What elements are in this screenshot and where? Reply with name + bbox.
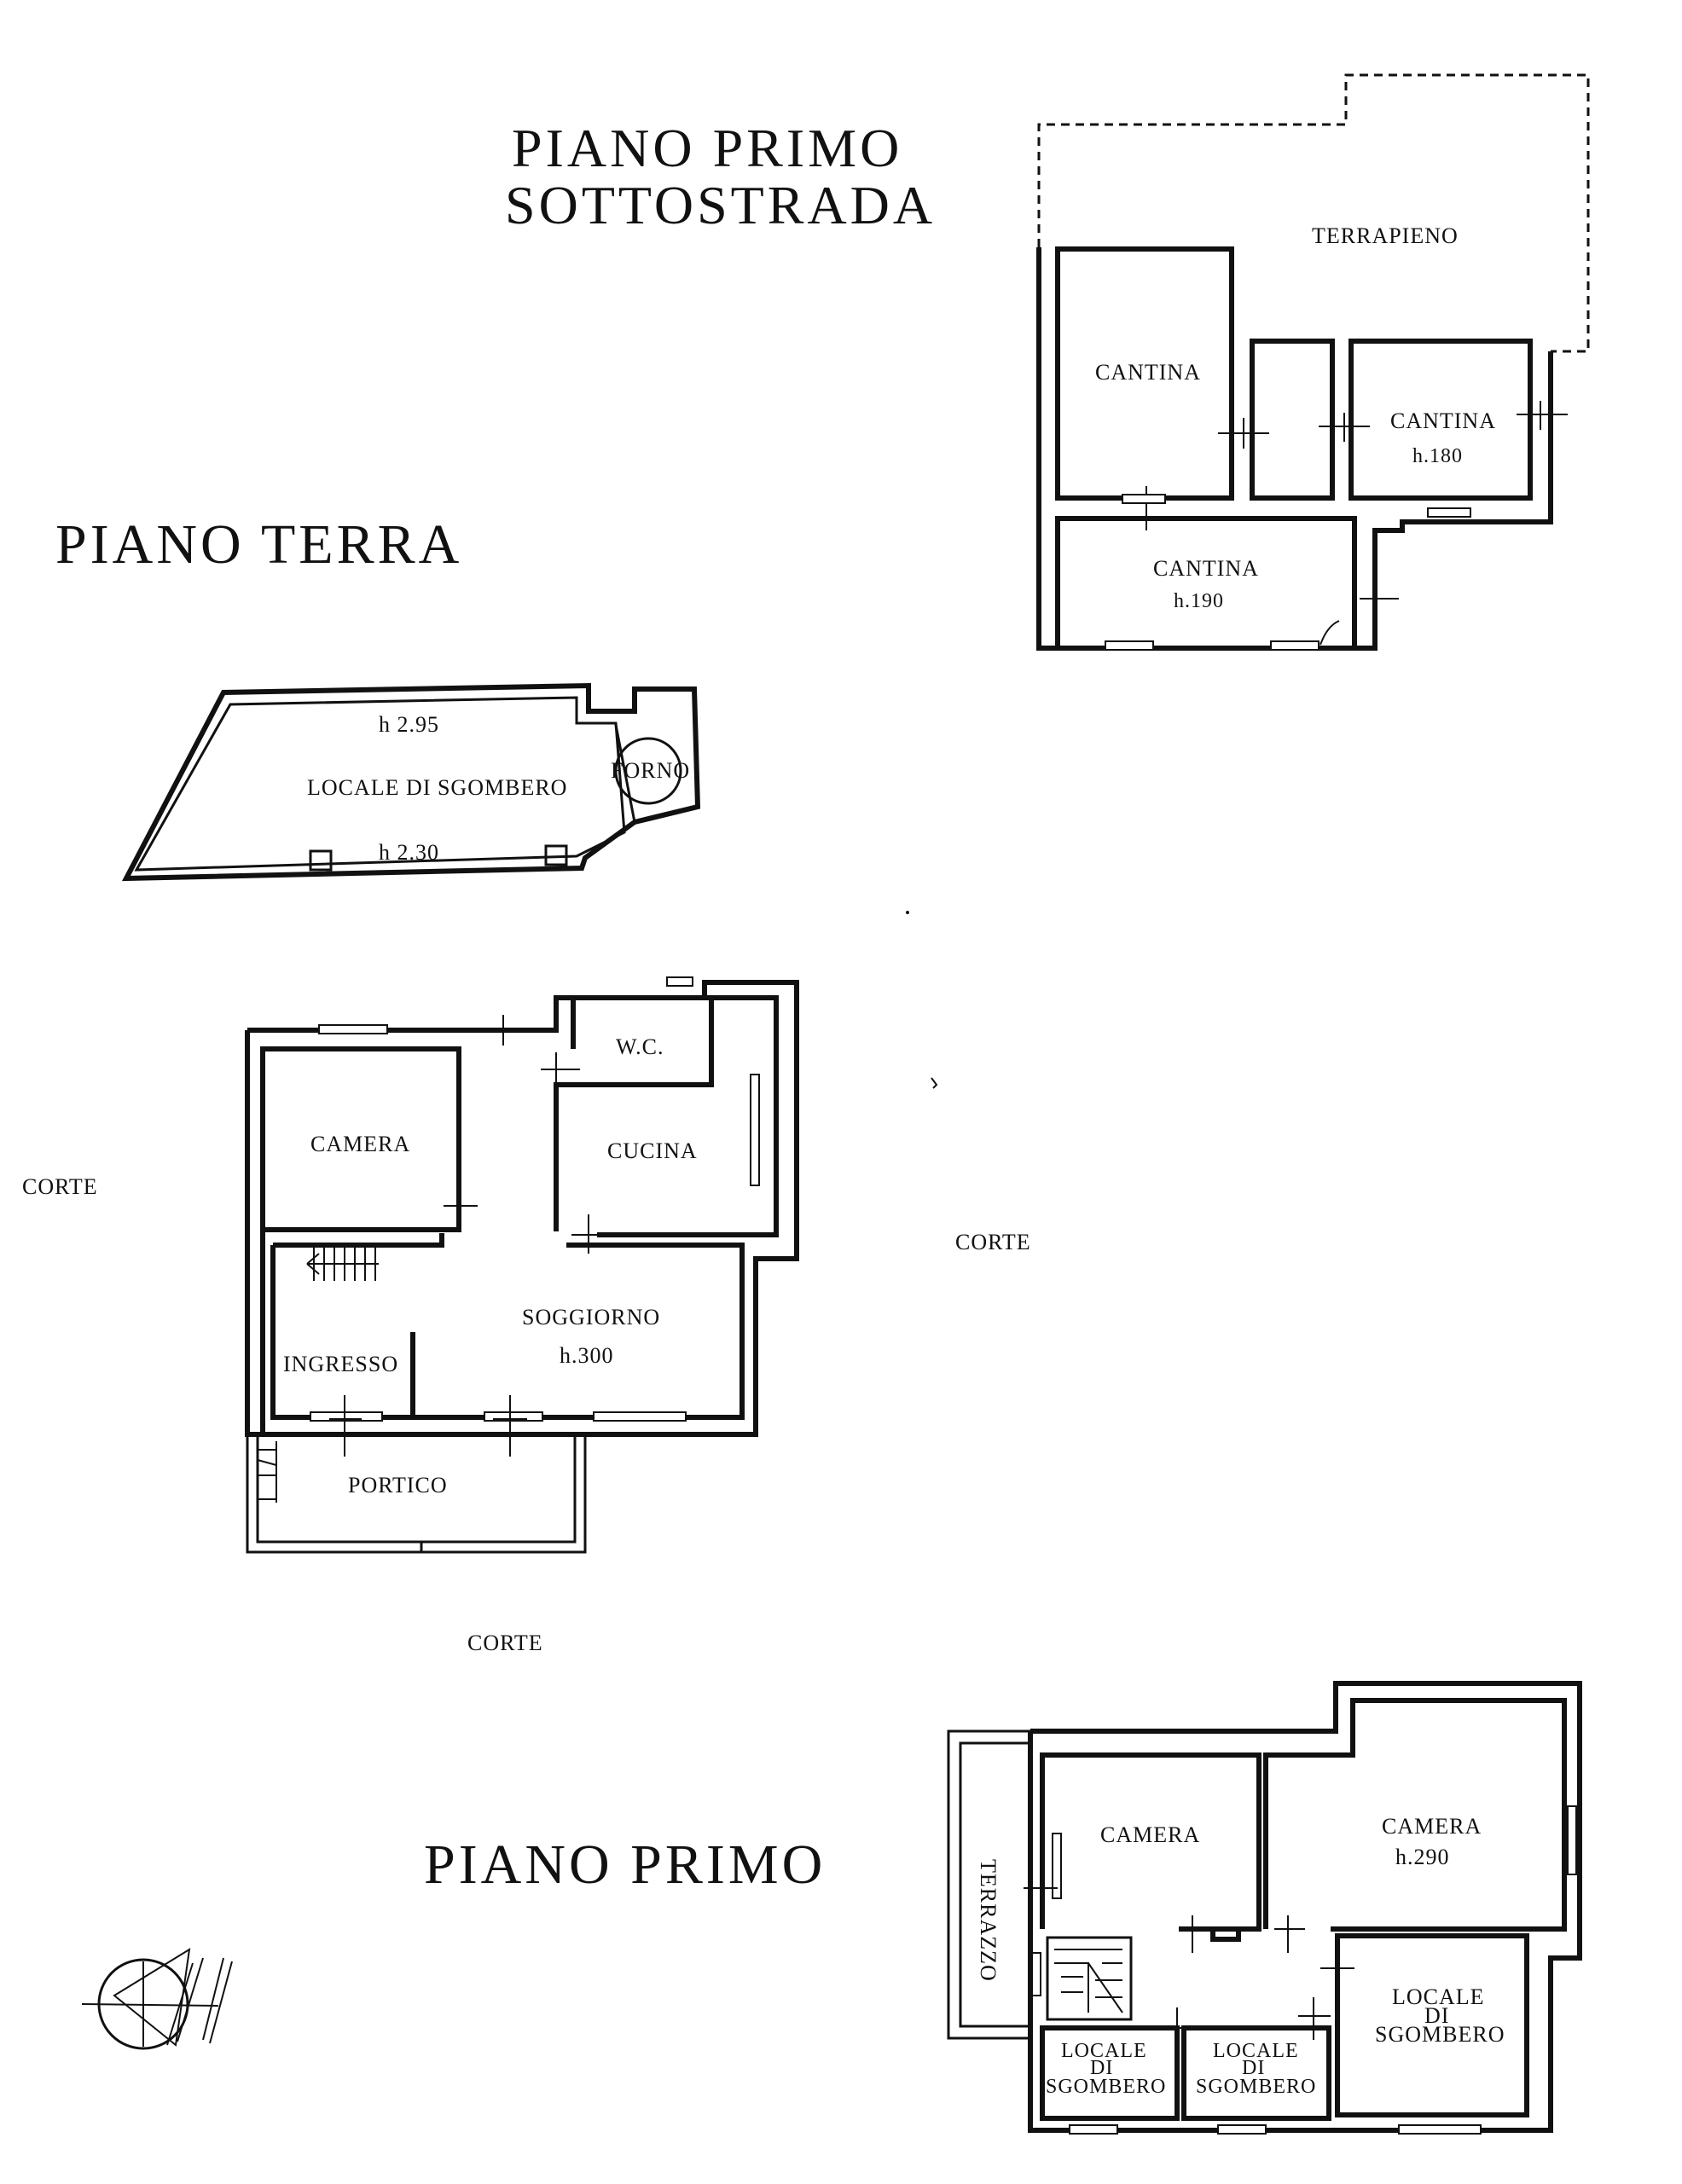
room-sgombero-primo-middle [1181, 2025, 1331, 2121]
label-camera-terra: CAMERA [310, 1132, 410, 1156]
label-ingresso: INGRESSO [283, 1352, 398, 1376]
label-sgombero-h-top: h 2.95 [379, 712, 439, 737]
label-corte-left: CORTE [22, 1174, 98, 1199]
room-cucina [597, 995, 779, 1237]
label-soggiorno-height: h.300 [560, 1343, 614, 1368]
terrapieno-outline [1037, 73, 1590, 353]
label-wc: W.C. [616, 1034, 664, 1059]
compass-rose-icon [81, 1948, 233, 2050]
room-cantina-b [1348, 339, 1533, 501]
title-piano-primo: PIANO PRIMO [424, 1834, 826, 1896]
label-corte-right: CORTE [955, 1230, 1031, 1254]
title-sottostrada-line2: SOTTOSTRADA [505, 175, 936, 235]
label-cantina-c: CANTINA [1153, 556, 1259, 581]
label-camera-primo-a: CAMERA [1100, 1822, 1200, 1847]
label-terrapieno: TERRAPIENO [1312, 223, 1459, 248]
label-cantina-b-height: h.180 [1412, 445, 1463, 467]
portico-outline [246, 1434, 587, 1554]
room-sgombero-primo-left [1040, 2025, 1180, 2121]
label-cantina-c-height: h.190 [1174, 590, 1224, 612]
stair-icon [306, 1247, 379, 1281]
label-corte-bottom: CORTE [467, 1631, 543, 1655]
plan-piano-terra: CAMERA W.C. CUCINA SOGGIORNO h.300 INGRE… [22, 976, 1031, 1655]
room-cantina-c [1055, 516, 1357, 646]
stair-primo-icon [1046, 1936, 1133, 2021]
room-camera-terra [260, 1046, 461, 1436]
label-sgombero-r-1: LOCALE [1392, 1984, 1485, 2009]
label-portico: PORTICO [348, 1473, 448, 1498]
label-sgombero-r-2: DI [1424, 2003, 1449, 2028]
label-sgombero-m-3: SGOMBERO [1196, 2076, 1316, 2098]
plan-sottostrada: TERRAPIENO CANTINA CANTINA h.180 CANTINA… [1036, 73, 1590, 651]
label-cantina-a: CANTINA [1095, 360, 1201, 385]
portico-inner [256, 1436, 577, 1544]
title-sottostrada-line1: PIANO PRIMO [512, 118, 902, 178]
room-wc [554, 995, 714, 1231]
sgombero-inner-wall [134, 696, 626, 872]
room-sgombero-primo-right [1335, 1933, 1529, 2117]
label-forno: FORNO [611, 758, 690, 783]
label-camera-primo-b-height: h.290 [1395, 1845, 1450, 1869]
plan-locale-sgombero: h 2.95 LOCALE DI SGOMBERO h 2.30 FORNO [121, 682, 701, 882]
label-sgombero-m-1: LOCALE [1213, 2040, 1299, 2062]
room-camera-primo-b [1263, 1698, 1567, 1932]
room-small-store [1250, 339, 1335, 501]
primo-outer-wall [1028, 1681, 1582, 2133]
label-sgombero-r-3: SGOMBERO [1375, 2022, 1505, 2047]
label-cucina: CUCINA [607, 1138, 698, 1163]
label-sgombero-l-2: DI [1090, 2057, 1113, 2079]
plan-piano-primo: TERRAZZO CAMERA CAMERA h.290 LOCALE DI S… [947, 1681, 1582, 2135]
sottostrada-outer-wall [1036, 247, 1553, 651]
label-sgombero-l-3: SGOMBERO [1046, 2076, 1166, 2098]
label-terrazzo: TERRAZZO [976, 1859, 1000, 1982]
sgombero-outer-wall [121, 682, 701, 882]
label-sgombero-m-2: DI [1242, 2057, 1265, 2079]
label-sgombero-l-1: LOCALE [1061, 2040, 1147, 2062]
terrazzo-inner [959, 1741, 1030, 2028]
terrazzo-outline [947, 1729, 1030, 2040]
title-piano-terra: PIANO TERRA [55, 513, 462, 576]
room-soggiorno [270, 1243, 745, 1420]
label-soggiorno: SOGGIORNO [522, 1305, 660, 1330]
label-sgombero-h-bottom: h 2.30 [379, 840, 439, 865]
label-cantina-b: CANTINA [1390, 408, 1496, 433]
label-sgombero: LOCALE DI SGOMBERO [307, 775, 567, 800]
label-camera-primo-b: CAMERA [1382, 1814, 1482, 1839]
forno-circle [614, 737, 682, 805]
soggiorno-top-wall [273, 1233, 444, 1248]
